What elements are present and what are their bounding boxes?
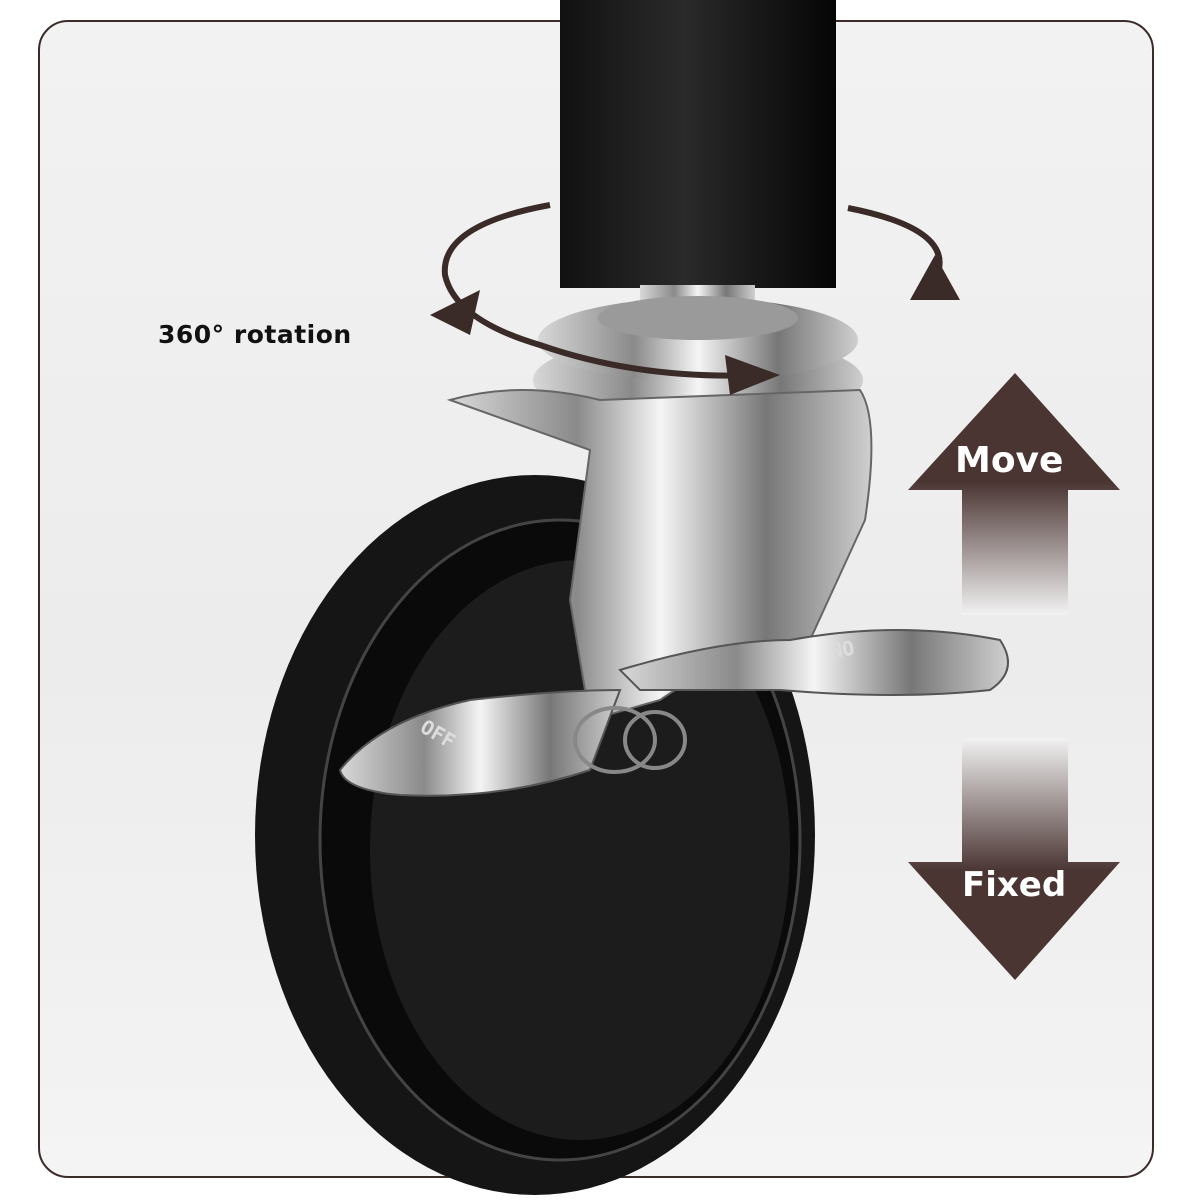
brake-pedal-on[interactable] — [618, 629, 1009, 696]
move-up-arrow-icon — [908, 373, 1120, 615]
brake-pedal-off[interactable] — [338, 688, 622, 797]
move-label: Move — [955, 440, 1064, 481]
rotation-label: 360° rotation — [158, 320, 352, 349]
fork-bracket — [446, 388, 873, 722]
fixed-down-arrow-icon — [908, 738, 1120, 980]
fixed-label: Fixed — [962, 865, 1067, 905]
square-tube — [560, 0, 836, 288]
pedal-on-label: ON — [828, 635, 856, 663]
